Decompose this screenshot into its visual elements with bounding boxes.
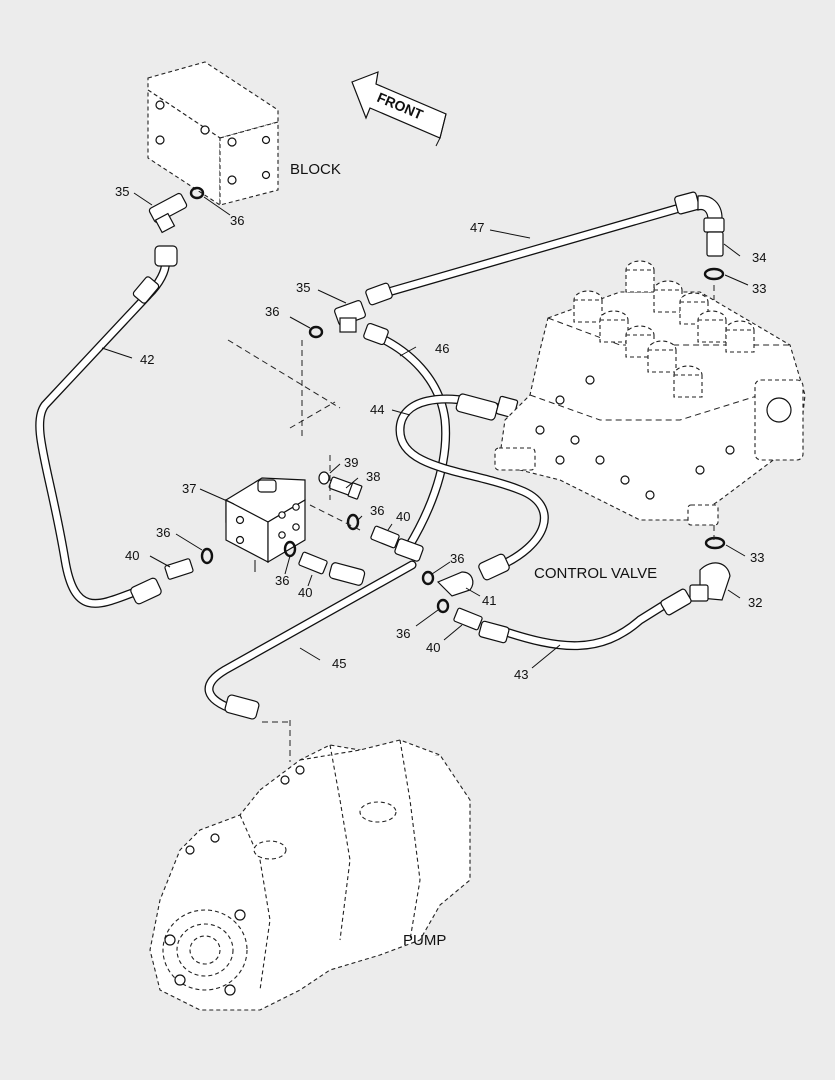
callout-40-left: 40	[125, 548, 139, 563]
connector-40-low	[453, 607, 483, 631]
callout-36-left: 36	[156, 525, 170, 540]
callout-37: 37	[182, 481, 196, 496]
fitting-44-lower	[478, 553, 510, 581]
leader-lines	[101, 192, 749, 669]
block-component	[147, 61, 279, 207]
callout-36-low: 36	[396, 626, 410, 641]
fitting-elbow-top	[674, 191, 725, 233]
callout-46: 46	[435, 341, 449, 356]
elbow-32	[660, 562, 731, 616]
fitting-35-upper	[148, 192, 188, 267]
fitting-46-lower	[394, 538, 424, 562]
callout-40-right: 40	[396, 509, 410, 524]
connector-40-right	[370, 525, 400, 549]
callout-41: 41	[482, 593, 496, 608]
adapter-34	[706, 231, 724, 257]
control-valve	[494, 260, 806, 540]
callout-36-upper: 36	[230, 213, 244, 228]
o-ring-33-lower	[704, 536, 726, 550]
bolt-38	[328, 476, 363, 500]
fitting-45-upper	[328, 562, 366, 586]
callout-39: 39	[344, 455, 358, 470]
callout-43: 43	[514, 667, 528, 682]
pump	[149, 720, 471, 1011]
connector-40-mid	[298, 551, 328, 575]
callout-33-lower: 33	[750, 550, 764, 565]
callout-34: 34	[752, 250, 766, 265]
callout-40-mid: 40	[298, 585, 312, 600]
callout-47: 47	[470, 220, 484, 235]
o-ring-33-top	[703, 267, 725, 281]
connector-40-left	[164, 558, 194, 580]
callout-36-41: 36	[450, 551, 464, 566]
block-label: BLOCK	[290, 161, 341, 178]
callout-44: 44	[370, 402, 384, 417]
o-ring-36-41	[421, 570, 435, 586]
o-ring-36-right	[346, 513, 360, 531]
hose-47	[373, 198, 717, 300]
elbow-41	[436, 571, 474, 597]
hose-46	[367, 329, 451, 553]
pump-label: PUMP	[403, 932, 446, 949]
callout-42: 42	[140, 352, 154, 367]
callout-33-top: 33	[752, 281, 766, 296]
callout-45: 45	[332, 656, 346, 671]
control-valve-label: CONTROL VALVE	[534, 565, 657, 582]
callout-36-tee: 36	[265, 304, 279, 319]
callout-36-right: 36	[370, 503, 384, 518]
fitting-44-upper	[455, 393, 499, 421]
guide-lines	[227, 339, 361, 531]
callout-38: 38	[366, 469, 380, 484]
hose-44	[395, 394, 549, 573]
o-ring-36-upper	[189, 186, 205, 200]
o-ring-36-low	[436, 598, 450, 614]
hose-43	[495, 590, 685, 651]
callout-36-mid: 36	[275, 573, 289, 588]
fitting-45-lower	[224, 694, 260, 720]
fitting-35-tee	[334, 282, 393, 346]
callout-32: 32	[748, 595, 762, 610]
callout-40-low: 40	[426, 640, 440, 655]
manifold-37	[225, 477, 306, 572]
fitting-42-upper	[132, 276, 160, 304]
callout-35-upper: 35	[115, 184, 129, 199]
o-ring-36-tee	[308, 325, 324, 339]
fitting-43-left	[478, 620, 510, 644]
washer-39	[318, 471, 330, 485]
o-ring-36-left	[200, 547, 214, 565]
fitting-42-lower	[130, 577, 162, 605]
front-arrow: FRONT	[351, 71, 447, 147]
hose-42	[35, 253, 171, 608]
callout-35-tee: 35	[296, 280, 310, 295]
